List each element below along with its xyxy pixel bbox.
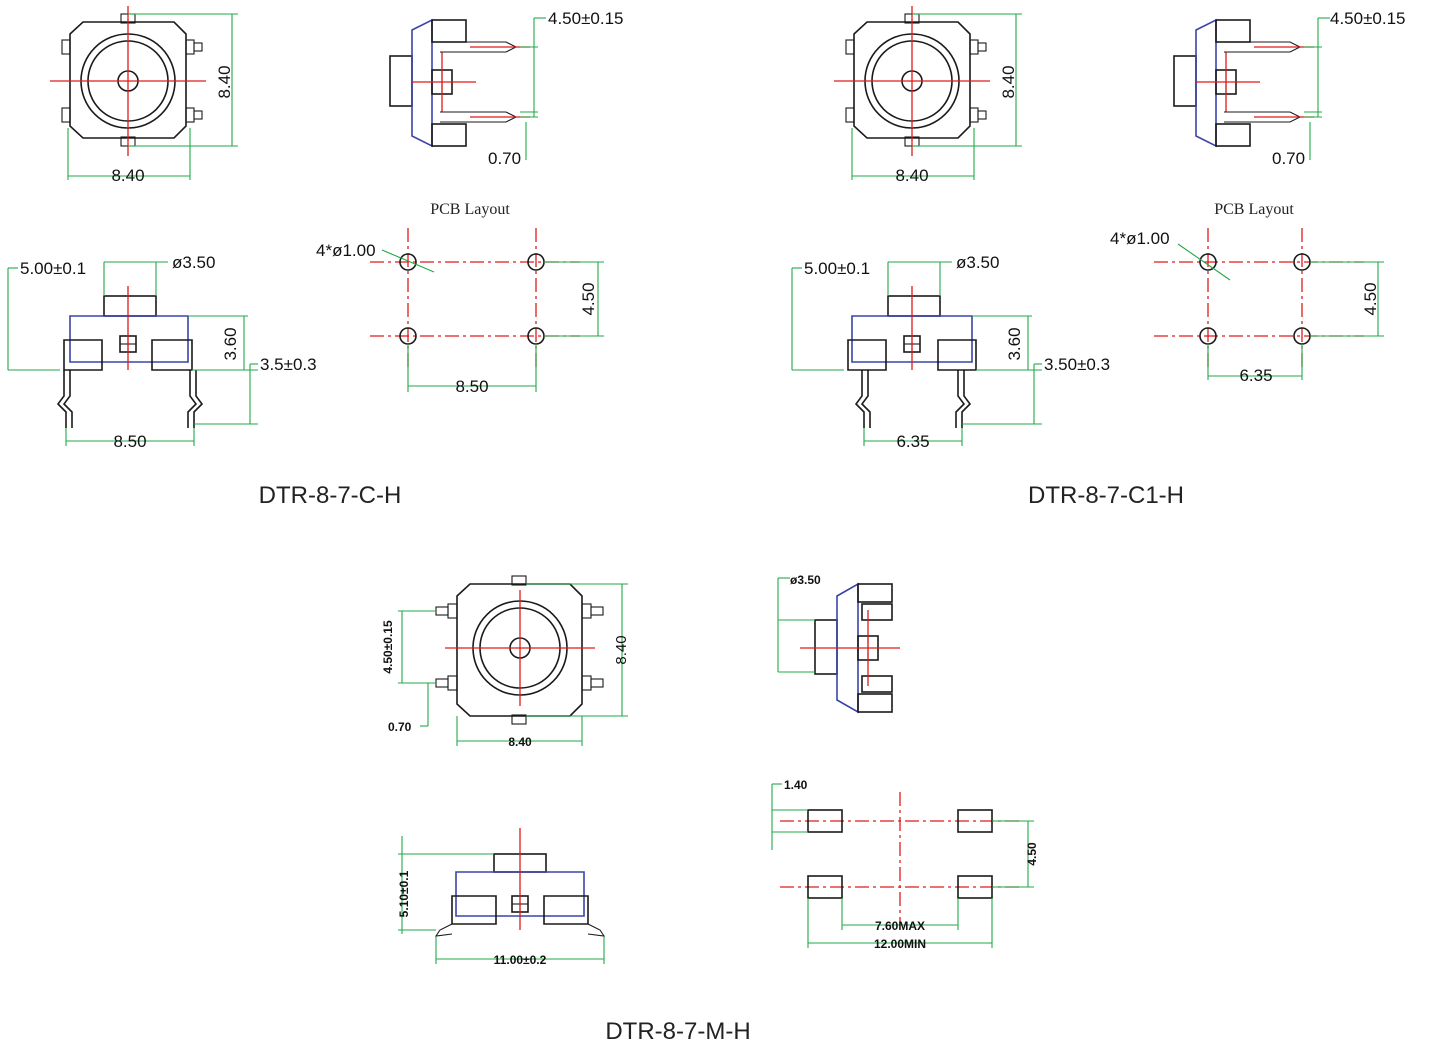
side-view: ø3.50: [777, 573, 900, 714]
pcb-pitch-h-label: 8.50: [455, 377, 488, 396]
side-pitch-label: 4.50±0.15: [1330, 9, 1406, 28]
pin-width-label: 0.70: [388, 720, 412, 734]
top-pitch-label: 4.50±0.15: [381, 620, 395, 674]
side-view: 4.50±0.15 0.70: [1173, 9, 1406, 168]
variant-title: DTR-8-7-C1-H: [1028, 482, 1184, 509]
variant-title: DTR-8-7-C-H: [259, 482, 402, 509]
front-view: 5.00±0.1 ø3.50 3.60 3.50±0.3 6.35: [791, 253, 1110, 451]
pcb-hole: [1199, 253, 1217, 271]
pcb-hole: [399, 253, 417, 271]
pcb-holes-label: 4*ø1.00: [316, 241, 376, 260]
top-view: 8.40 8.40: [50, 6, 238, 185]
pcb-layout: PCB Layout 4*ø1.00 4.50 8.50: [316, 201, 604, 396]
pcb-holes-label: 4*ø1.00: [1110, 229, 1170, 248]
front-height-label: 5.10±0.1: [397, 870, 411, 917]
pin-width-label: 0.70: [1272, 149, 1305, 168]
top-view: 8.40 8.40: [834, 6, 1022, 185]
pad-pitch-v-label: 4.50: [1025, 842, 1039, 866]
side-view: 4.50±0.15 0.70: [389, 9, 624, 168]
top-view: 4.50±0.15 8.40 0.70 8.40: [381, 575, 630, 749]
top-height-label: 8.40: [999, 65, 1018, 98]
top-height-label: 8.40: [613, 635, 630, 664]
pcb-pitch-h-label: 6.35: [1239, 366, 1272, 385]
variant-c1-h: 8.40 8.40 4.50±0.15 0.70: [791, 6, 1406, 509]
smd-pad: [807, 875, 843, 899]
pad-inner-label: 7.60MAX: [875, 919, 925, 933]
pcb-title: PCB Layout: [1214, 201, 1294, 218]
pcb-layout: PCB Layout 4*ø1.00 4.50 6.35: [1110, 201, 1384, 385]
pin-span-label: 8.50: [113, 432, 146, 451]
pad-width-label: 1.40: [784, 778, 808, 792]
front-width-label: 11.00±0.2: [494, 953, 547, 967]
pin-width-label: 0.70: [488, 149, 521, 168]
actuator-dia-label: ø3.50: [790, 573, 821, 587]
front-view: 5.10±0.1 11.00±0.2: [397, 828, 606, 967]
pin-span-label: 6.35: [896, 432, 929, 451]
actuator-dia-label: ø3.50: [956, 253, 999, 272]
actuator-dia-label: ø3.50: [172, 253, 215, 272]
variant-title: DTR-8-7-M-H: [605, 1018, 750, 1044]
front-view: 5.00±0.1 ø3.50 3.60 3.5±0.3 8.50: [7, 253, 317, 451]
pin-length-label: 3.50±0.3: [1044, 355, 1110, 374]
variant-c-h: 8.40 8.40 4.50±0.15 0.70: [7, 6, 624, 509]
body-height-label: 3.60: [1005, 327, 1024, 360]
pcb-pitch-v-label: 4.50: [1361, 282, 1380, 315]
side-pitch-label: 4.50±0.15: [548, 9, 624, 28]
top-width-label: 8.40: [895, 166, 928, 185]
top-height-label: 8.40: [215, 65, 234, 98]
smd-pad: [807, 809, 843, 833]
body-height-label: 3.60: [221, 327, 240, 360]
pad-outer-label: 12.00MIN: [874, 937, 926, 951]
pcb-pitch-v-label: 4.50: [579, 282, 598, 315]
pcb-title: PCB Layout: [430, 201, 510, 218]
front-height-label: 5.00±0.1: [804, 259, 870, 278]
top-width-label: 8.40: [508, 735, 532, 749]
variant-m-h: 4.50±0.15 8.40 0.70 8.40 ø3.50: [381, 573, 1039, 1044]
pad-layout: 1.40 4.50 7.60MAX 12.00MIN: [771, 778, 1039, 951]
pin-length-label: 3.5±0.3: [260, 355, 317, 374]
top-width-label: 8.40: [111, 166, 144, 185]
front-height-label: 5.00±0.1: [20, 259, 86, 278]
